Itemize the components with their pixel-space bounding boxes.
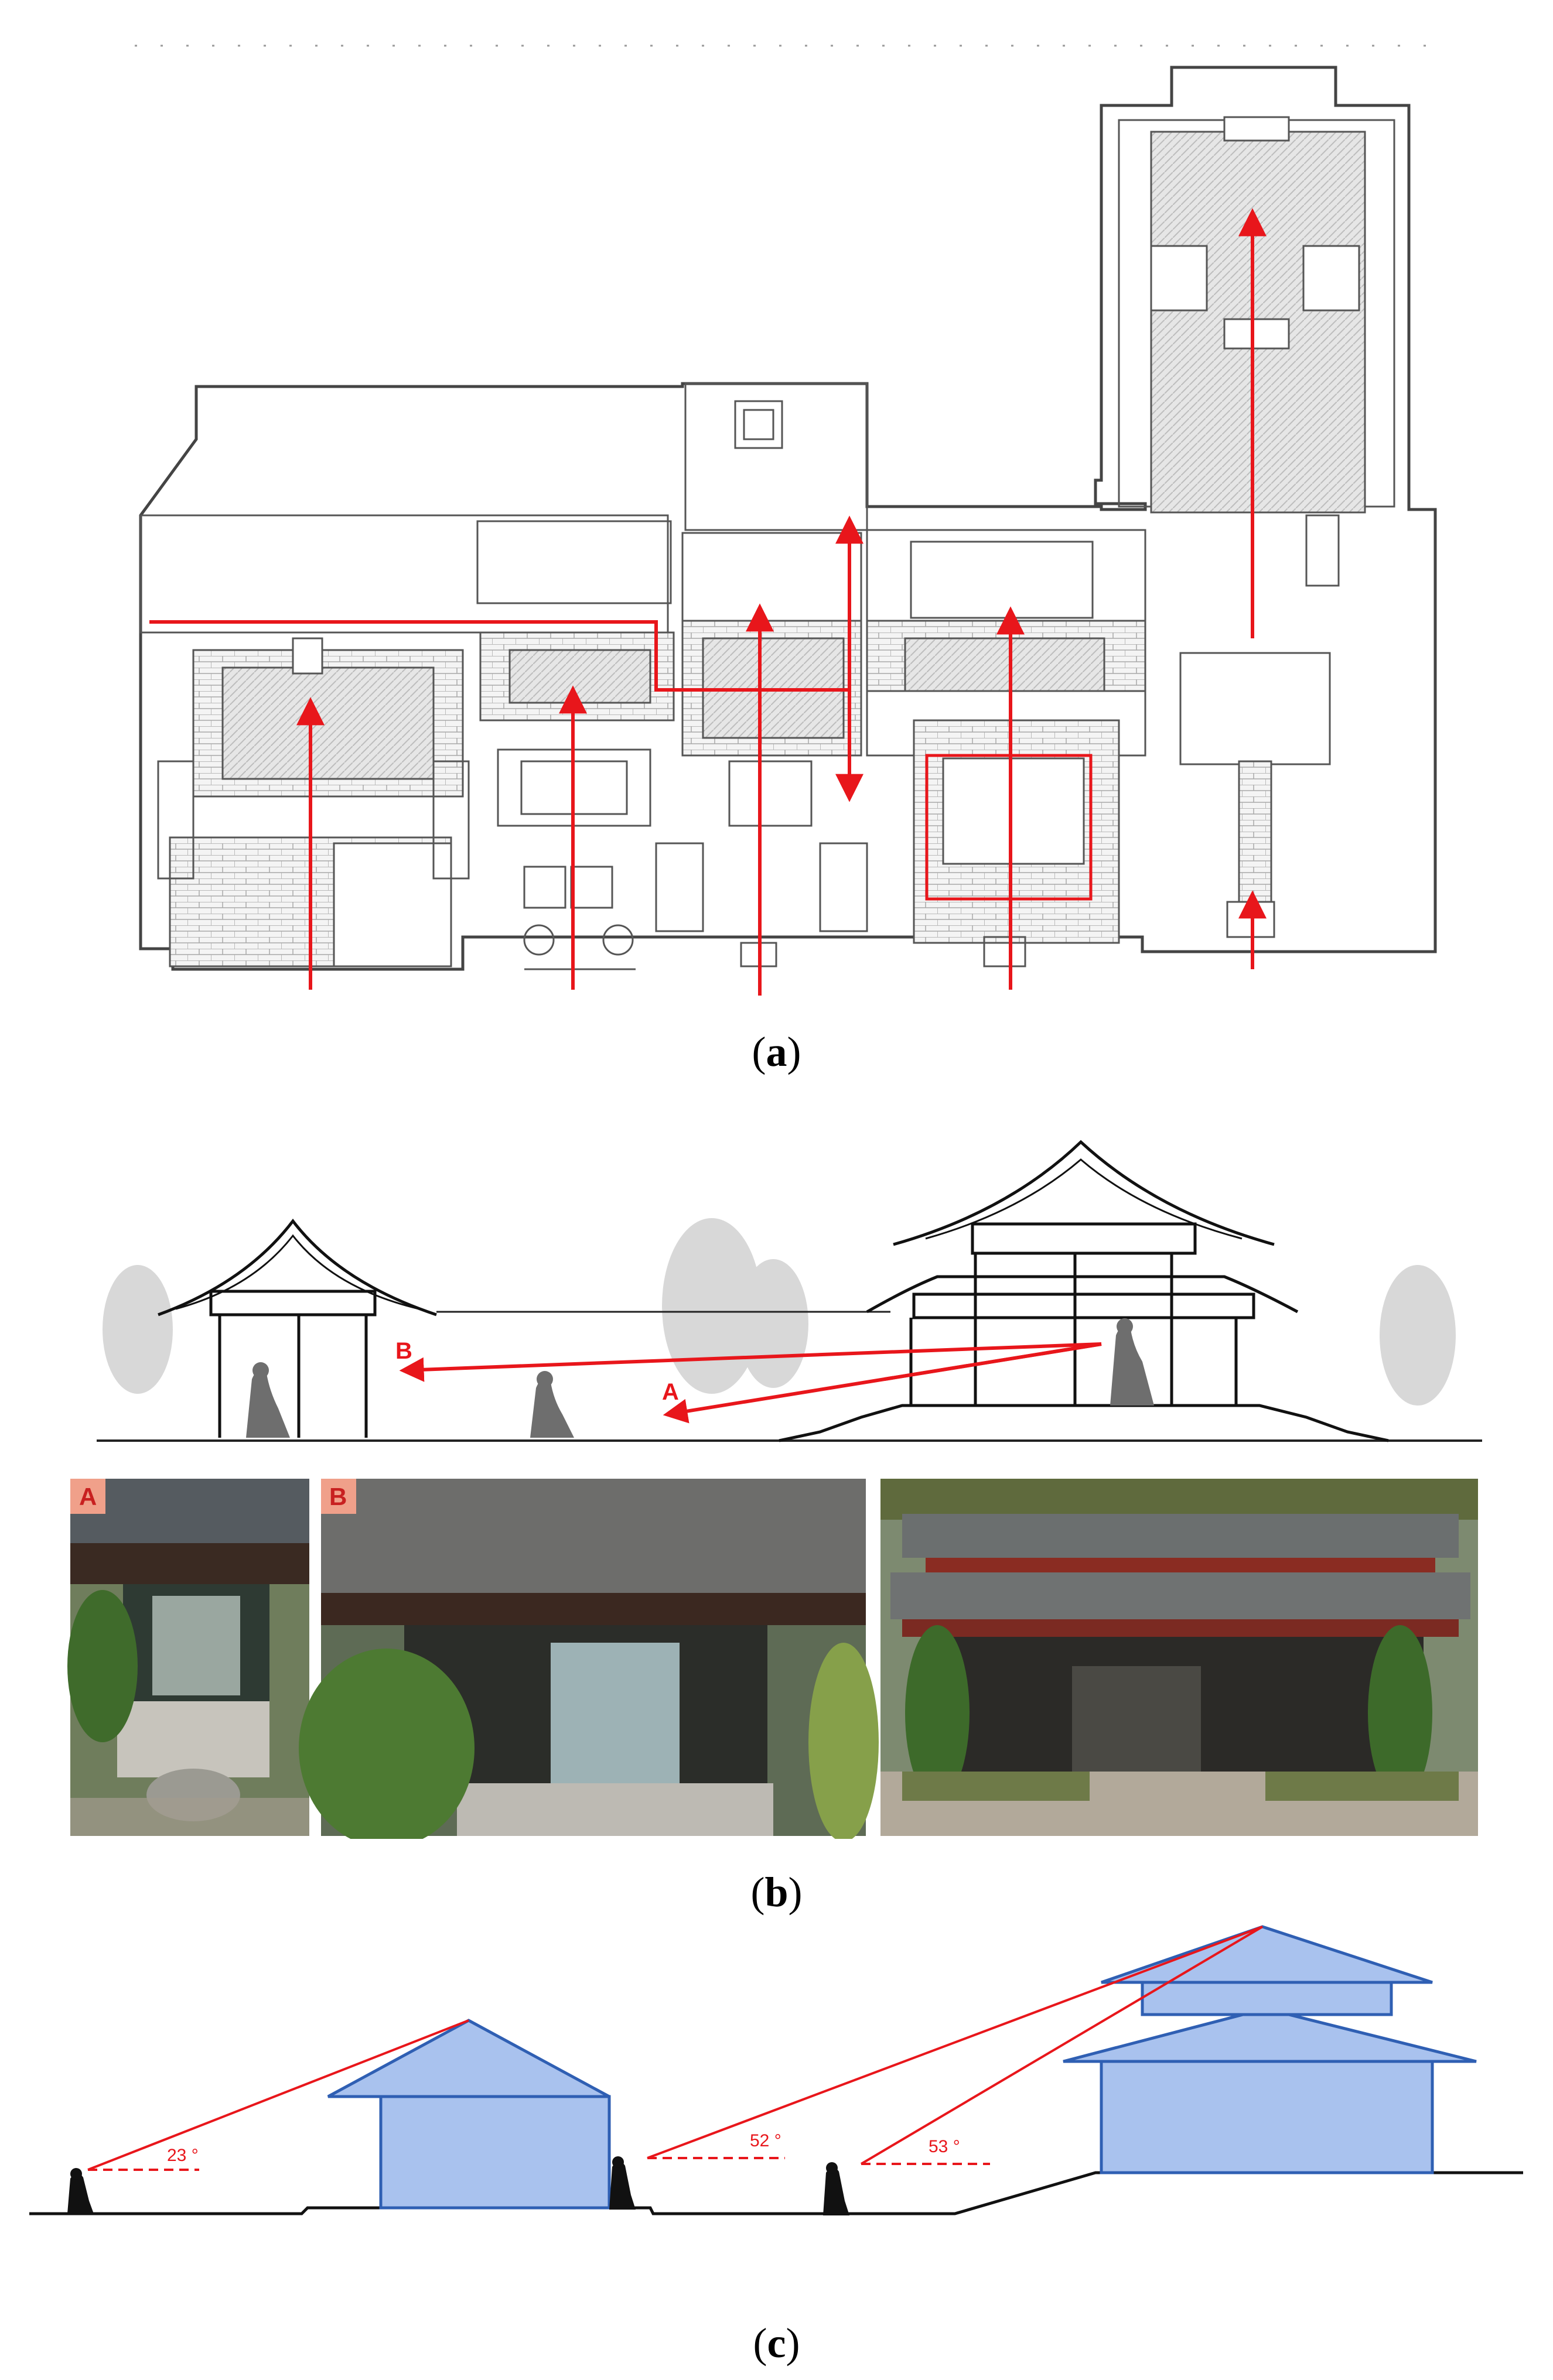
plan-outline	[139, 66, 1437, 971]
caption-b: (b)	[0, 1868, 1553, 1917]
view-angle-diagram: 23 ° 52 ° 53 °	[29, 1925, 1523, 2215]
photo-strip: A B	[67, 1479, 1478, 1848]
large-building	[1063, 1925, 1477, 2174]
section-panel: B A	[0, 1113, 1553, 1452]
photo-a-tag: A	[79, 1483, 97, 1510]
observer-figures	[67, 2156, 849, 2215]
site-plan-panel	[0, 0, 1553, 996]
caption-a-open: (	[752, 1028, 766, 1075]
far-right-long-courtyard	[1118, 116, 1395, 938]
right-courtyard-compound	[866, 529, 1146, 967]
caption-a: (a)	[0, 1028, 1553, 1076]
caption-b-open: (	[750, 1869, 765, 1916]
photo-row: A B	[0, 1479, 1553, 1848]
photo-a: A	[67, 1479, 309, 1836]
sight-label-a: A	[662, 1379, 679, 1405]
caption-c-letter: c	[767, 2320, 786, 2367]
caption-b-close: )	[788, 1869, 803, 1916]
sight-lines	[399, 1342, 1102, 1424]
main-hall	[779, 1140, 1389, 1442]
angle-label-3: 53 °	[929, 2137, 960, 2156]
caption-c-close: )	[786, 2320, 800, 2367]
section-drawing: B A	[97, 1140, 1482, 1442]
gate-pavilion	[158, 1218, 437, 1438]
caption-a-close: )	[787, 1028, 801, 1075]
photo-b: B	[299, 1479, 879, 1848]
view-angle-panel: 23 ° 52 ° 53 °	[0, 1921, 1553, 2307]
site-plan-drawing	[135, 45, 1437, 996]
photo-b-tag: B	[329, 1483, 347, 1510]
caption-c: (c)	[0, 2319, 1553, 2368]
sight-label-b: B	[395, 1338, 412, 1364]
middle-left-compound	[476, 520, 675, 970]
view-lines	[87, 1926, 1264, 2171]
caption-a-letter: a	[766, 1028, 787, 1075]
human-figures	[246, 1318, 1154, 1438]
small-building	[327, 2019, 611, 2210]
photo-main-hall	[880, 1479, 1478, 1836]
angle-label-1: 23 °	[167, 2146, 199, 2165]
caption-c-open: (	[753, 2320, 767, 2367]
ground-profile	[29, 2171, 1523, 2215]
circulation-axes	[149, 208, 1267, 996]
caption-b-letter: b	[764, 1869, 789, 1916]
angle-label-2: 52 °	[750, 2131, 781, 2150]
